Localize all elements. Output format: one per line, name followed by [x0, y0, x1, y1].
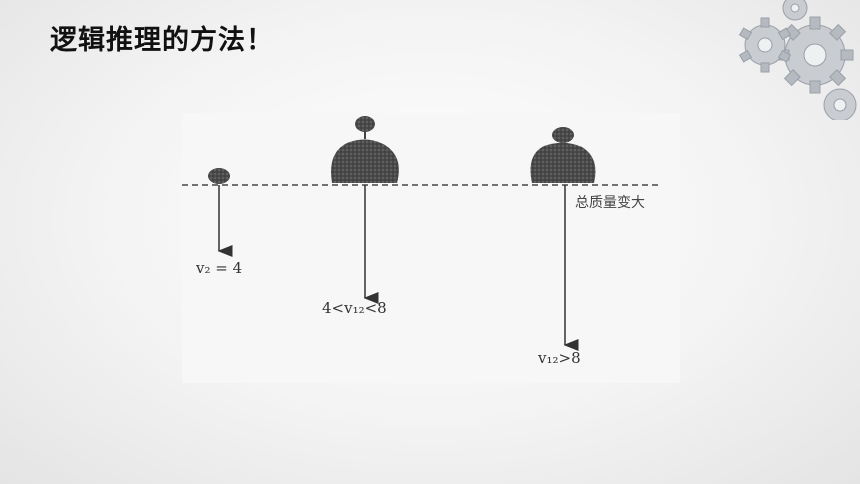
- top-small-stone-2: [355, 116, 375, 132]
- falling-stones-figure: 总质量变大 v₂ = 4 4<v₁₂<8 v₁₂>8: [182, 113, 680, 383]
- v2-label: v₂ = 4: [196, 259, 243, 277]
- big-stone-3: [530, 142, 596, 183]
- big-stone-2: [331, 139, 399, 183]
- total-mass-label: 总质量变大: [575, 195, 645, 211]
- v12-greater-label: v₁₂>8: [538, 349, 581, 367]
- gears-icon: [738, 0, 857, 120]
- slide-title: 逻辑推理的方法！: [50, 25, 274, 56]
- small-stone: [208, 168, 230, 184]
- v12-range-label: 4<v₁₂<8: [322, 299, 387, 317]
- top-small-stone-3: [552, 127, 574, 143]
